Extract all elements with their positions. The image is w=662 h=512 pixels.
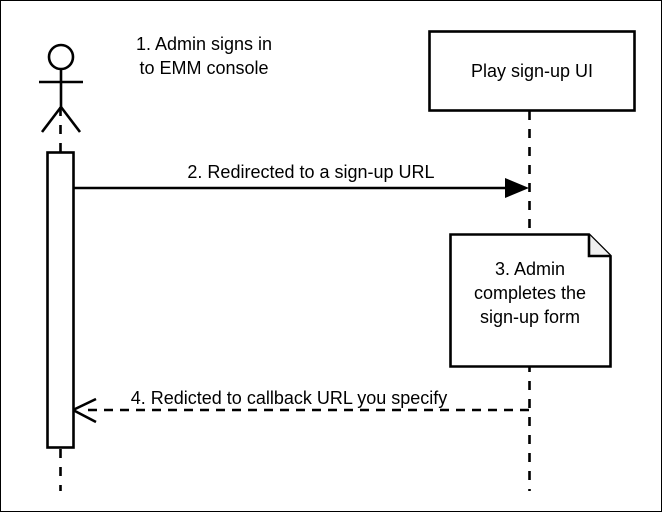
note-text-line-2: completes the — [473, 283, 587, 303]
actor-activation-bar — [46, 151, 75, 449]
actor-caption-line-2: to EMM console — [139, 58, 269, 78]
note-text-line-1: 3. Admin — [494, 259, 566, 279]
stick-figure-actor-icon — [39, 43, 83, 133]
note-shape — [449, 233, 612, 368]
note-text: 3. Admin completes the sign-up form — [453, 257, 607, 329]
message-2-arrow — [73, 178, 529, 198]
participant-box — [428, 30, 636, 112]
participant-label: Play sign-up UI — [470, 61, 594, 81]
note-text-line-3: sign-up form — [479, 307, 581, 327]
actor-caption: 1. Admin signs in to EMM console — [87, 32, 321, 80]
message-4-label: 4. Redicted to callback URL you specify — [130, 388, 448, 408]
message-2-label: 2. Redirected to a sign-up URL — [187, 162, 435, 182]
actor-caption-line-1: 1. Admin signs in — [135, 34, 273, 54]
message-4-arrow — [72, 397, 529, 424]
